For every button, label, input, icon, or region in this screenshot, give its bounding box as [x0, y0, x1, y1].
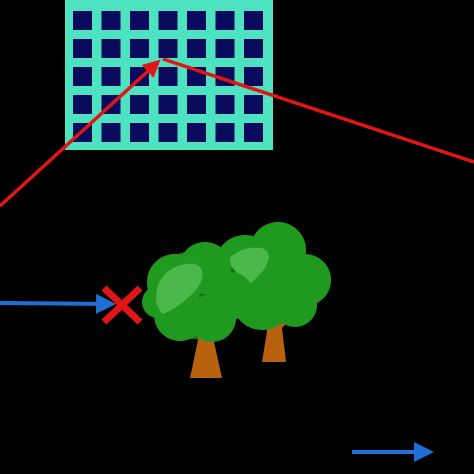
building-window	[215, 11, 235, 30]
building-window	[73, 67, 92, 86]
building-window	[130, 39, 149, 58]
building-window	[73, 95, 92, 114]
building-window	[158, 11, 178, 30]
x-mark-icon	[101, 285, 143, 325]
building-window	[158, 39, 178, 58]
building-window	[187, 123, 206, 142]
building-windows	[73, 11, 263, 142]
building-window	[244, 123, 263, 142]
building-icon	[65, 0, 273, 150]
building-window	[244, 95, 263, 114]
building-window	[73, 11, 92, 30]
building-window	[187, 11, 206, 30]
red-arrow-icon	[0, 57, 474, 208]
red-ray-reflected	[162, 57, 474, 164]
building-window	[244, 11, 263, 30]
blue-ray-blocked	[0, 293, 116, 314]
building-window	[158, 95, 178, 114]
building-window	[73, 39, 92, 58]
building-window	[101, 123, 121, 142]
building-window	[101, 67, 121, 86]
building-window	[244, 67, 263, 86]
building-window	[158, 67, 178, 86]
building-window	[101, 11, 121, 30]
building-window	[130, 11, 149, 30]
building-window	[215, 39, 235, 58]
tree-left	[142, 242, 254, 378]
building-window	[215, 123, 235, 142]
building-window	[244, 39, 263, 58]
building-window	[130, 95, 149, 114]
building-window	[158, 123, 178, 142]
building-window	[215, 95, 235, 114]
building-window	[187, 95, 206, 114]
building-window	[187, 39, 206, 58]
tree-icon	[142, 222, 331, 378]
tree-right	[215, 222, 331, 362]
building-window	[101, 39, 121, 58]
building-window	[130, 123, 149, 142]
blue-arrow-icon	[0, 293, 116, 314]
red-ray-incoming	[0, 59, 161, 208]
